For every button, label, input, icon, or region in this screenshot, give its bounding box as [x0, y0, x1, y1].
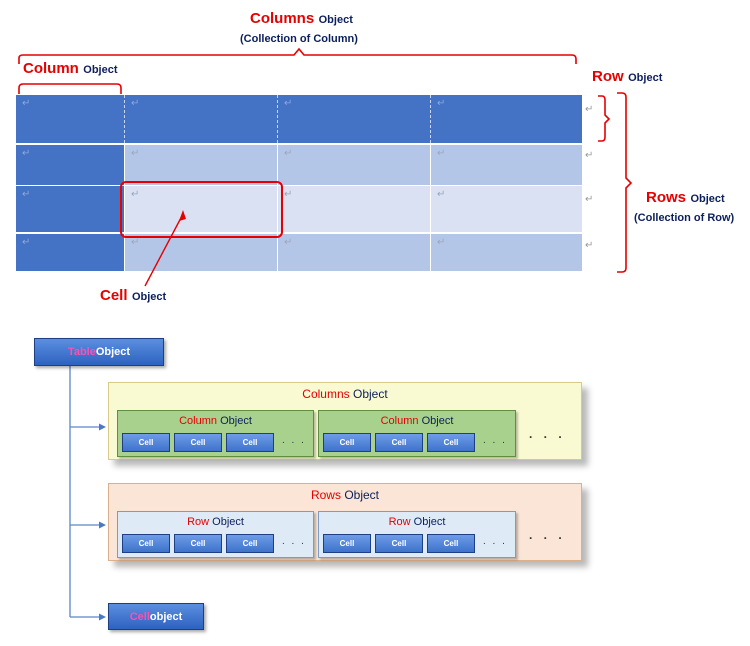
cell-box: Cell [375, 433, 423, 452]
more-cells-ellipsis: . . . [483, 435, 507, 446]
row-object-box: Row Object Cell Cell Cell . . . [318, 511, 516, 558]
table-cell: ↵ [277, 95, 430, 143]
end-of-row-mark: ↵ [585, 104, 594, 115]
cell-object-word: Object [131, 291, 167, 303]
table-cell: ↵ [16, 232, 124, 271]
more-cells-ellipsis: . . . [282, 536, 306, 547]
connector-lines [69, 366, 106, 621]
annotation-brackets [18, 47, 633, 287]
end-of-row-mark: ↵ [585, 150, 594, 161]
row-box-title: Row Object [388, 516, 446, 528]
column-object-box: Column Object Cell Cell Cell . . . [117, 410, 314, 457]
cell-word: Cell [129, 610, 150, 623]
rows-object-group: Rows Object Row Object Cell Cell Cell . … [108, 483, 582, 561]
more-cells-ellipsis: . . . [282, 435, 306, 446]
cell-word: Cell [100, 287, 128, 304]
cell-highlight [120, 181, 283, 238]
column-word: Column [23, 60, 79, 77]
row-object-box: Row Object Cell Cell Cell . . . [117, 511, 314, 558]
cell-object-word: object [149, 610, 183, 623]
sample-table: ↵ ↵ ↵ ↵ ↵ ↵ ↵ ↵ ↵ ↵ ↵ ↵ ↵ ↵ ↵ ↵ [16, 95, 582, 271]
row-object-word: Object [628, 72, 663, 84]
cell-arrow-head [179, 210, 186, 221]
more-rows-ellipsis: . . . [529, 528, 566, 542]
cell-box: Cell [226, 534, 274, 553]
table-cell: ↵ [430, 232, 582, 271]
cell-box: Cell [427, 534, 475, 553]
cell-arrow [144, 213, 184, 287]
columns-word: Columns [250, 10, 315, 27]
cell-box: Cell [375, 534, 423, 553]
columns-group-title: Columns Object [302, 387, 388, 401]
table-cell: ↵ [16, 143, 124, 185]
row-box-title: Row Object [187, 516, 244, 528]
cell-box: Cell [122, 534, 170, 553]
cell-box: Cell [323, 534, 371, 553]
rows-object-label: Rows Object [646, 189, 725, 207]
table-cell: ↵ [430, 143, 582, 185]
table-object-word: Object [95, 346, 131, 358]
rows-collection-caption: (Collection of Row) [634, 212, 735, 224]
columns-object-label: Columns Object [250, 10, 353, 28]
end-of-row-mark: ↵ [585, 194, 594, 205]
cell-box: Cell [174, 433, 222, 452]
rows-bracket [617, 92, 633, 273]
more-cells-ellipsis: . . . [483, 536, 507, 547]
rows-group-title: Rows Object [310, 488, 380, 502]
columns-object-group: Columns Object Column Object Cell Cell C… [108, 382, 582, 460]
rows-object-word: Object [690, 193, 725, 205]
column-box-title: Column Object [380, 415, 454, 427]
column-object-label: Column Object [23, 60, 118, 78]
table-cell: ↵ [277, 185, 430, 232]
table-cell: ↵ [430, 185, 582, 232]
table-cell: ↵ [430, 95, 582, 143]
cell-box: Cell [323, 433, 371, 452]
columns-bracket [18, 47, 577, 64]
table-cell: ↵ [124, 143, 277, 185]
rows-word: Rows [646, 189, 687, 206]
table-cell: ↵ [124, 232, 277, 271]
table-cell: ↵ [277, 143, 430, 185]
cell-box: Cell [226, 433, 274, 452]
cell-box: Cell [174, 534, 222, 553]
cell-box: Cell [427, 433, 475, 452]
row-bracket [598, 95, 611, 142]
column-object-box: Column Object Cell Cell Cell . . . [318, 410, 516, 457]
column-bracket [18, 83, 122, 94]
column-box-title: Column Object [179, 415, 252, 427]
column-object-word: Object [83, 64, 118, 76]
table-cell: ↵ [16, 95, 124, 143]
table-cell: ↵ [16, 185, 124, 232]
table-word: Table [67, 346, 96, 358]
row-word: Row [592, 68, 624, 85]
cell-object-label: Cell Object [100, 287, 166, 305]
columns-object-word: Object [318, 14, 353, 26]
end-of-row-mark: ↵ [585, 240, 594, 251]
table-cell: ↵ [124, 95, 277, 143]
table-cell: ↵ [277, 232, 430, 271]
more-columns-ellipsis: . . . [529, 427, 566, 441]
cell-box: Cell [122, 433, 170, 452]
columns-collection-caption: (Collection of Column) [240, 33, 358, 45]
row-object-label: Row Object [592, 68, 662, 86]
table-cell: ↵ [124, 185, 277, 232]
